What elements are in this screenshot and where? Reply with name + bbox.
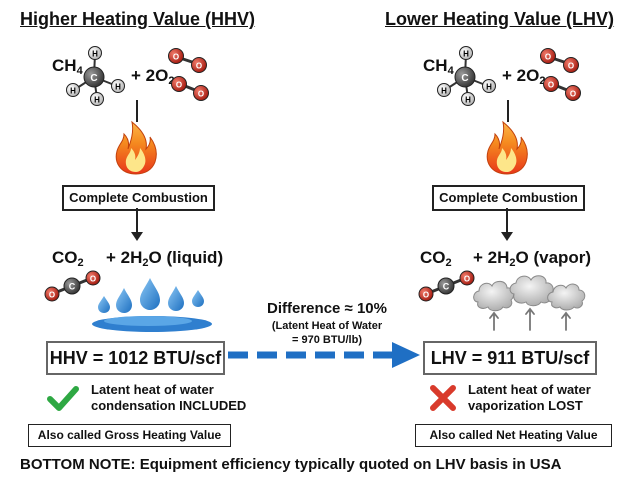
- methane-subscript: 4: [447, 65, 454, 77]
- oxygen-atom-label: O: [545, 53, 551, 62]
- oxygen-atom-label: O: [464, 275, 470, 284]
- oxygen-molecule-icon: O O O O: [168, 48, 209, 101]
- oxygen-subscript: 2: [168, 75, 175, 87]
- hhv-water-formula: + 2H2O (liquid): [106, 248, 223, 269]
- hydrogen-atom-label: H: [115, 83, 121, 92]
- hydrogen-atom-label: H: [70, 87, 76, 96]
- oxygen-symbol: + 2O: [131, 66, 169, 85]
- bottom-note: BOTTOM NOTE: Equipment efficiency typica…: [20, 456, 562, 473]
- oxygen-atom-label: O: [548, 81, 554, 90]
- co2-subscript: 2: [77, 257, 84, 269]
- water-suffix: O (liquid): [148, 248, 224, 267]
- oxygen-atom-label: O: [570, 90, 576, 99]
- lhv-water-formula: + 2H2O (vapor): [473, 248, 591, 269]
- lhv-oxygen-formula: + 2O2: [502, 66, 545, 87]
- hydrogen-atom-label: H: [465, 96, 471, 105]
- lhv-combustion-box: Complete Combustion: [432, 185, 585, 211]
- oxygen-atom-label: O: [173, 53, 179, 62]
- oxygen-atom-label: O: [196, 62, 202, 71]
- water-subscript: 2: [142, 257, 149, 269]
- methane-symbol: CH: [52, 56, 77, 75]
- hhv-note: Latent heat of water condensation INCLUD…: [91, 382, 246, 414]
- lhv-note: Latent heat of water vaporization LOST: [468, 382, 591, 414]
- hhv-result-box: HHV = 1012 BTU/scf: [46, 341, 225, 375]
- lhv-title: Lower Heating Value (LHV): [385, 9, 615, 29]
- hydrogen-atom-label: H: [486, 83, 492, 92]
- oxygen-atom-label: O: [568, 62, 574, 71]
- lhv-result-box: LHV = 911 BTU/scf: [423, 341, 597, 375]
- carbon-atom-label: C: [461, 73, 468, 84]
- co2-molecule-icon: O C O: [44, 270, 101, 302]
- hhv-methane-formula: CH4: [52, 56, 83, 77]
- methane-molecule-icon: C H H H H: [437, 46, 496, 106]
- co2-symbol: CO: [420, 248, 446, 267]
- water-suffix: O (vapor): [515, 248, 592, 267]
- oxygen-symbol: + 2O: [502, 66, 540, 85]
- difference-detail: (Latent Heat of Water = 970 BTU/lb): [242, 319, 412, 347]
- lhv-co2-formula: CO2: [420, 248, 452, 269]
- hhv-oxygen-formula: + 2O2: [131, 66, 174, 87]
- hhv-connector-line: [136, 100, 138, 122]
- hhv-down-arrow: [131, 208, 143, 241]
- difference-headline: Difference ≈ 10%: [267, 300, 387, 317]
- hhv-co2-formula: CO2: [52, 248, 84, 269]
- hydrogen-atom-label: H: [92, 50, 98, 59]
- oxygen-atom-label: O: [49, 291, 55, 300]
- oxygen-atom-label: O: [176, 81, 182, 90]
- water-prefix: + 2H: [106, 248, 143, 267]
- hhv-combustion-box: Complete Combustion: [62, 185, 215, 211]
- carbon-atom-label: C: [443, 282, 450, 292]
- methane-symbol: CH: [423, 56, 448, 75]
- flame-icon: [115, 120, 157, 175]
- difference-detail-line2: = 970 BTU/lb): [292, 334, 362, 346]
- oxygen-subscript: 2: [539, 75, 546, 87]
- water-droplets-icon: [92, 278, 212, 332]
- difference-arrow: [228, 342, 420, 368]
- hhv-note-line2: condensation INCLUDED: [91, 398, 247, 413]
- methane-molecule-icon: C H H H H: [66, 46, 125, 106]
- check-icon: [47, 386, 79, 411]
- lhv-connector-line: [507, 100, 509, 122]
- carbon-atom-label: C: [69, 282, 76, 292]
- lhv-methane-formula: CH4: [423, 56, 454, 77]
- co2-molecule-icon: O C O: [418, 270, 475, 302]
- oxygen-atom-label: O: [423, 291, 429, 300]
- lhv-note-line1: Latent heat of water: [468, 382, 591, 397]
- hydrogen-atom-label: H: [463, 50, 469, 59]
- hydrogen-atom-label: H: [441, 87, 447, 96]
- lhv-note-line2: vaporization LOST: [468, 398, 583, 413]
- hhv-note-line1: Latent heat of water: [91, 382, 214, 397]
- lhv-down-arrow: [501, 208, 513, 241]
- hydrogen-atom-label: H: [94, 96, 100, 105]
- cross-icon: [430, 385, 456, 411]
- steam-clouds-icon: [473, 275, 586, 331]
- methane-subscript: 4: [76, 65, 83, 77]
- difference-detail-line1: (Latent Heat of Water: [271, 320, 383, 332]
- flame-icon: [486, 120, 528, 175]
- hhv-alias-box: Also called Gross Heating Value: [28, 424, 231, 447]
- hhv-title: Higher Heating Value (HHV): [20, 9, 256, 29]
- co2-subscript: 2: [445, 257, 452, 269]
- water-prefix: + 2H: [473, 248, 510, 267]
- water-subscript: 2: [509, 257, 516, 269]
- carbon-atom-label: C: [90, 73, 97, 84]
- oxygen-molecule-icon: O O O O: [540, 48, 581, 101]
- oxygen-atom-label: O: [90, 275, 96, 284]
- lhv-alias-box: Also called Net Heating Value: [415, 424, 612, 447]
- co2-symbol: CO: [52, 248, 78, 267]
- oxygen-atom-label: O: [198, 90, 204, 99]
